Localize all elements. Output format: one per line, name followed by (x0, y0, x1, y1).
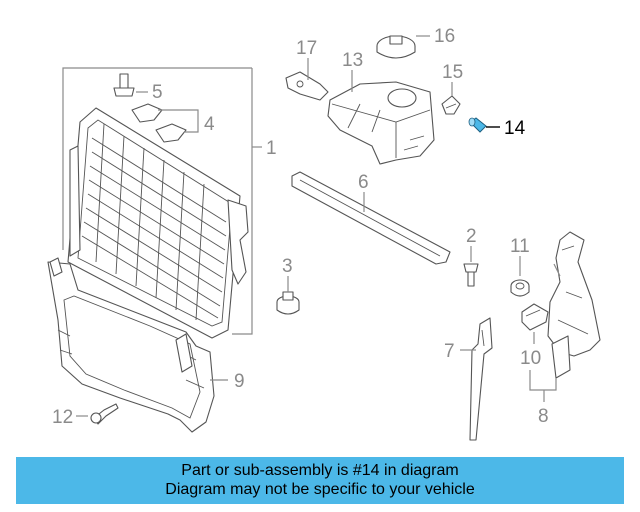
bolt-5 (113, 73, 135, 97)
callout-4: 4 (204, 114, 215, 135)
coolant-reservoir (327, 81, 435, 165)
callout-16: 16 (434, 26, 455, 47)
radiator-support-frame (47, 257, 215, 433)
callout-6: 6 (358, 172, 369, 193)
radiator (67, 107, 249, 339)
callout-10: 10 (520, 348, 541, 369)
level-sensor (441, 95, 461, 115)
side-bracket (469, 317, 493, 441)
info-banner: Part or sub-assembly is #14 in diagram D… (16, 457, 624, 504)
callout-5: 5 (152, 82, 163, 103)
reservoir-cap (376, 35, 416, 59)
bolt-2 (463, 263, 479, 287)
callout-17: 17 (296, 38, 317, 59)
callout-1: 1 (266, 138, 277, 159)
callout-15: 15 (442, 62, 463, 83)
grommet (276, 291, 300, 315)
callout-7: 7 (444, 341, 455, 362)
seal-strip (291, 171, 451, 265)
radiator-group-box (62, 67, 262, 335)
callout-2: 2 (466, 226, 477, 247)
banner-line-1: Part or sub-assembly is #14 in diagram (181, 462, 459, 479)
reservoir-bracket (285, 71, 329, 101)
callout-8: 8 (538, 406, 549, 427)
callout-13: 13 (342, 50, 363, 71)
air-deflector (547, 231, 601, 379)
callout-9: 9 (234, 371, 245, 392)
nut (510, 279, 530, 297)
clip (521, 303, 549, 331)
mount-bracket-4 (131, 103, 187, 143)
callout-11: 11 (510, 236, 530, 257)
callout-12: 12 (52, 407, 73, 428)
screw (90, 403, 119, 425)
part-14-highlight (468, 117, 487, 133)
callout-14: 14 (504, 118, 526, 139)
callout-3: 3 (282, 256, 293, 277)
banner-line-2: Diagram may not be specific to your vehi… (165, 481, 475, 498)
